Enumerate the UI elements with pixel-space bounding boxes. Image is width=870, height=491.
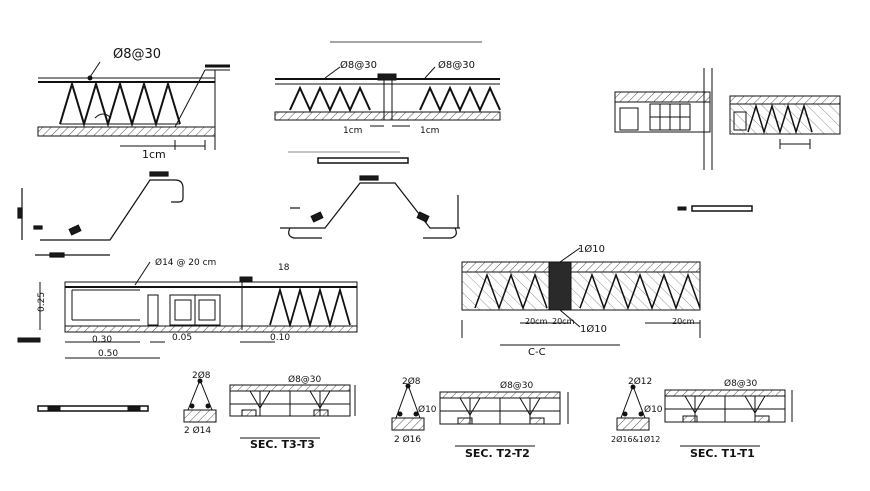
bent-bar-left (17, 171, 184, 258)
label-mid-left-rebar: Ø14 @ 20 cm (155, 257, 216, 268)
label-mid-left-dim-c: 0.10 (270, 333, 290, 343)
label-mid-left-dim-total: 0.50 (98, 349, 118, 359)
section-t3 (183, 378, 356, 439)
label-t2-top: 2Ø8 (402, 376, 421, 387)
strip-top-mid (288, 151, 409, 164)
label-mid-left-height: 0.25 (37, 292, 47, 312)
label-cc-dim-mid: 20cm (552, 317, 575, 326)
label-mid-left-dim-b: 0.05 (172, 333, 192, 343)
strip-right (677, 205, 753, 212)
label-t1-top: 2Ø12 (628, 376, 652, 387)
detail-top-right (614, 68, 841, 170)
label-top-left-rebar: Ø8@30 (113, 47, 161, 62)
detail-section-cc (461, 247, 701, 346)
label-t2-rebar: Ø8@30 (500, 380, 534, 391)
detail-top-middle (274, 66, 501, 127)
label-cc-title: C-C (528, 347, 546, 358)
label-top-mid-dim-left: 1cm (343, 126, 362, 136)
label-top-left-dim: 1cm (142, 148, 166, 161)
label-top-mid-dim-right: 1cm (420, 126, 439, 136)
label-t3-rebar: Ø8@30 (288, 374, 322, 385)
label-t1-title: SEC. T1-T1 (690, 447, 755, 460)
label-t1-rebar: Ø8@30 (724, 378, 758, 389)
label-t3-title: SEC. T3-T3 (250, 438, 315, 451)
label-cc-rebar-top: 1Ø10 (578, 243, 605, 255)
label-t2-side: Ø10 (418, 404, 437, 415)
section-t1 (616, 384, 793, 447)
detail-mid-left (17, 261, 358, 359)
label-t1-side: Ø10 (644, 404, 663, 415)
label-cc-dim-left: 20cm (525, 317, 548, 326)
label-t2-bottom: 2 Ø16 (394, 434, 421, 445)
label-t3-top: 2Ø8 (192, 370, 211, 381)
detail-top-left (37, 61, 230, 150)
label-top-mid-rebar-left: Ø8@30 (340, 59, 377, 71)
label-mid-left-dim-a: 0.30 (92, 335, 112, 345)
label-t2-title: SEC. T2-T2 (465, 447, 530, 460)
label-mid-left-tag: 18 (278, 263, 290, 273)
label-t1-bottom: 2Ø16&1Ø12 (611, 434, 660, 444)
label-t3-bottom: 2 Ø14 (184, 425, 211, 436)
label-cc-rebar-bottom: 1Ø10 (580, 323, 607, 335)
label-top-mid-rebar-right: Ø8@30 (438, 59, 475, 71)
strip-bottom-left (37, 405, 149, 412)
bent-bar-middle (280, 175, 460, 239)
label-cc-dim-right: 20cm (672, 317, 695, 326)
section-t2 (391, 383, 569, 447)
